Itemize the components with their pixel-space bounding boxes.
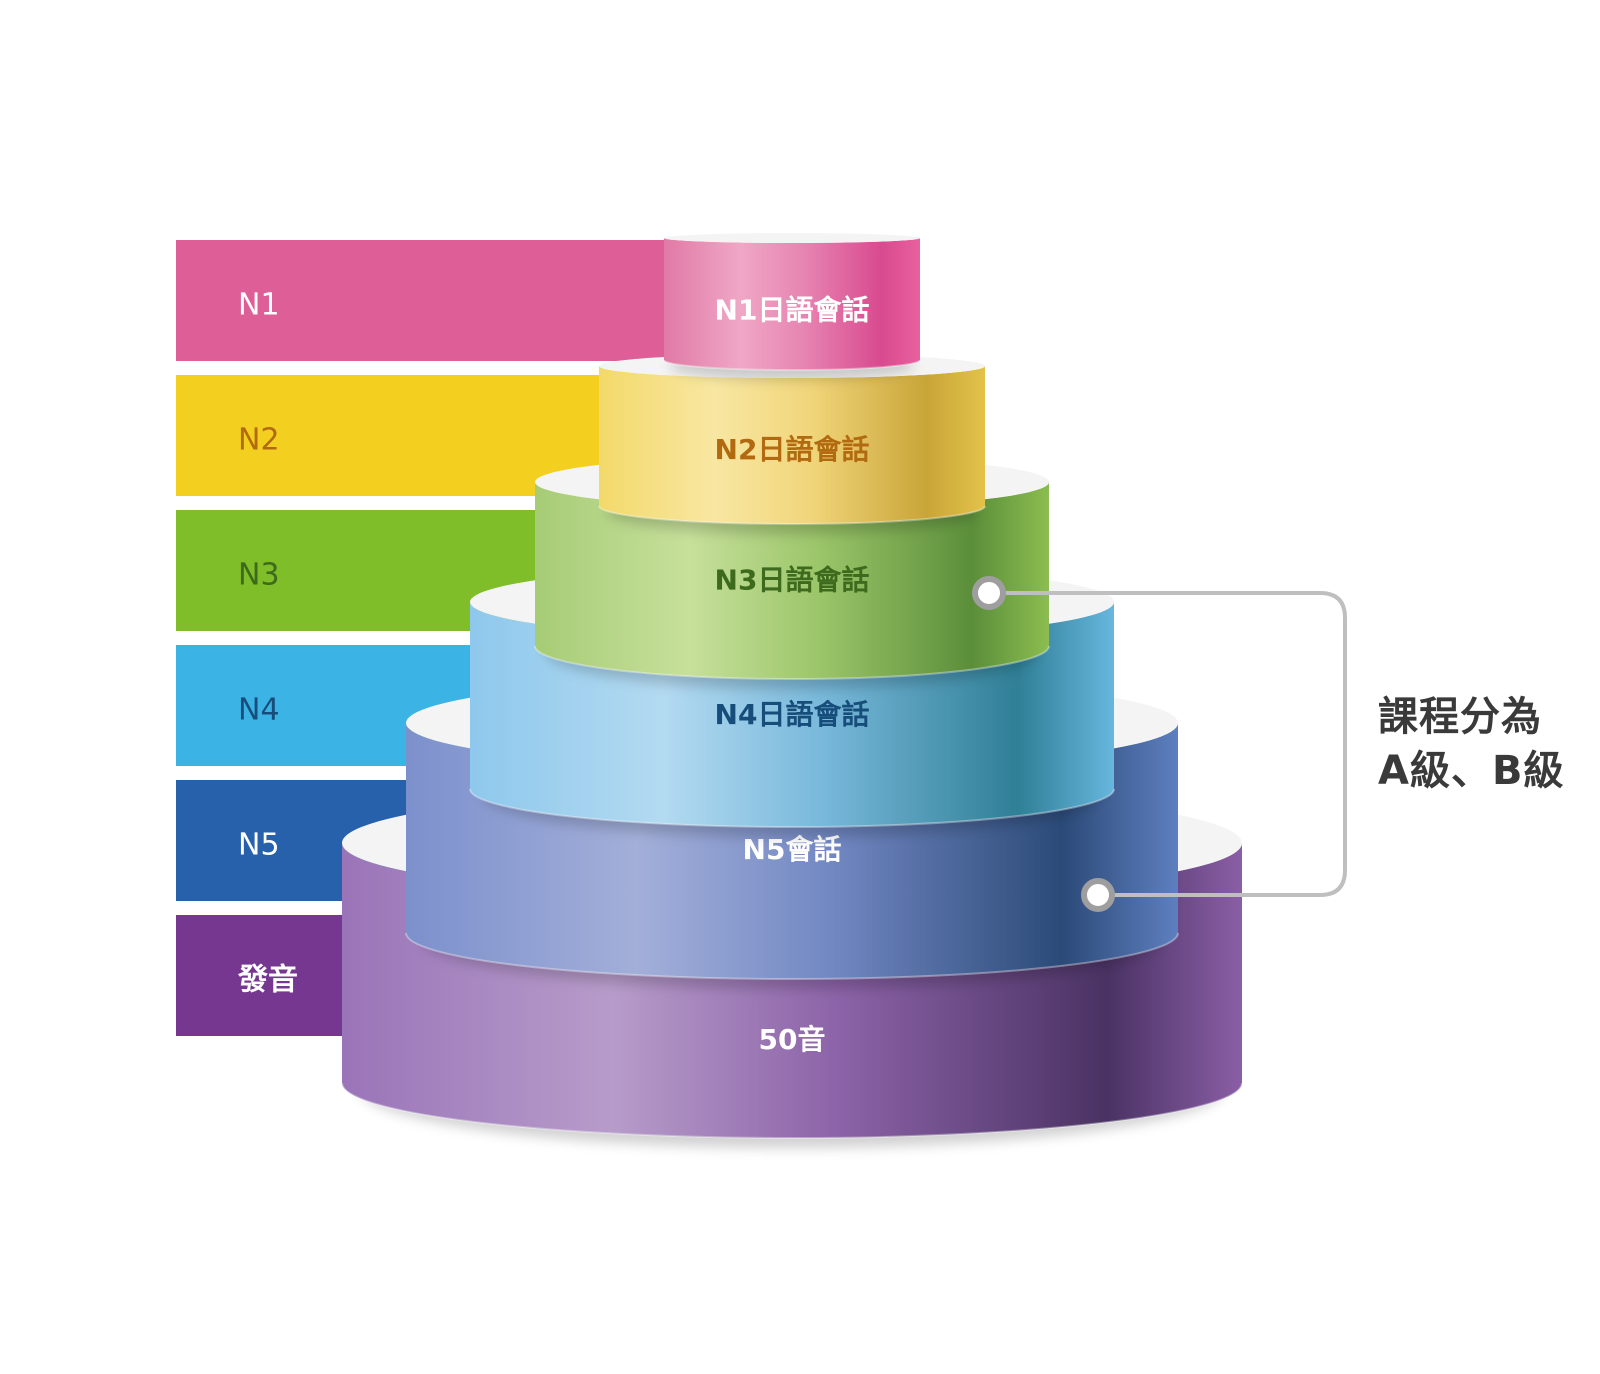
course-label-pron: 50音 [759, 1023, 826, 1056]
tier-side-n1 [664, 238, 920, 370]
course-label-n4: N4日語會話 [715, 698, 870, 731]
connector-line [992, 591, 1347, 897]
course-note-line2: A級、B級 [1378, 748, 1565, 794]
level-label-n4: N4 [238, 693, 280, 728]
tier-n2: N2日語會話 [598, 354, 986, 534]
tier-side-n2 [599, 366, 985, 524]
level-bar-pron [176, 915, 346, 1036]
level-bar-n2 [176, 375, 603, 496]
level-bar-n1 [176, 240, 668, 361]
course-note: 課程分為 A級、B級 [1378, 690, 1588, 798]
connector-dot-n3 [972, 576, 1006, 610]
connector-dot-n5 [1081, 878, 1115, 912]
course-label-n5: N5會話 [743, 833, 842, 866]
tier-n1: N1日語會話 [663, 233, 921, 380]
ab-connector [972, 576, 1347, 912]
course-label-n3: N3日語會話 [715, 564, 870, 597]
level-label-n3: N3 [238, 558, 280, 593]
tier-top-n1 [664, 233, 920, 243]
course-note-line1: 課程分為 [1378, 694, 1542, 740]
course-label-n2: N2日語會話 [715, 433, 870, 466]
level-label-n1: N1 [238, 288, 280, 323]
level-label-n5: N5 [238, 828, 280, 863]
level-label-n2: N2 [238, 423, 280, 458]
tier-side-n3 [535, 482, 1049, 679]
course-label-n1: N1日語會話 [715, 294, 870, 327]
level-label-pron: 發音 [237, 963, 298, 998]
course-tiers: 50音 N5會話 N4日語會話 N3日語會話 N2日語會話 N1日語會話 [341, 233, 1243, 1148]
